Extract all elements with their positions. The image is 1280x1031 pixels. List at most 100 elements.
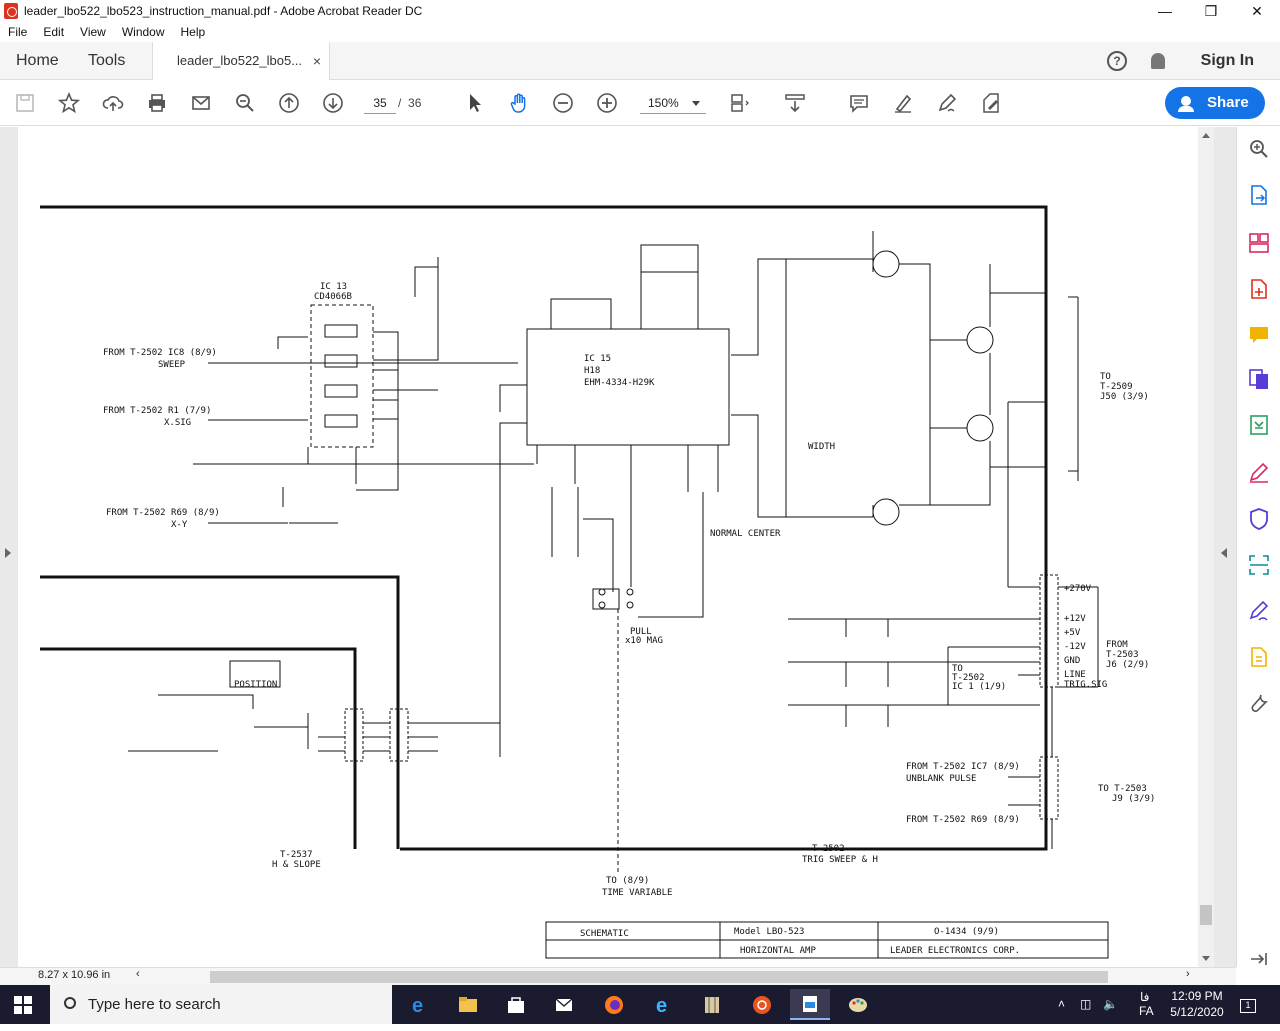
hand-tool-icon[interactable] <box>508 92 530 114</box>
taskbar-clock[interactable]: 12:09 PM 5/12/2020 <box>1166 988 1228 1020</box>
tab-document[interactable]: leader_lbo522_lbo5... × <box>152 42 330 81</box>
edge-browser-icon[interactable]: e <box>400 989 440 1020</box>
trig-sweep-label: TRIG SWEEP & H <box>802 855 878 865</box>
export-pdf-icon[interactable] <box>1247 183 1271 207</box>
collapse-left-pane-icon[interactable] <box>5 548 11 558</box>
t2509-label: T-2509 <box>1100 382 1133 392</box>
window-title: leader_lbo522_lbo523_instruction_manual.… <box>24 4 423 18</box>
horizontal-scroll-thumb[interactable] <box>210 971 1108 983</box>
fill-sign-pane-icon[interactable] <box>1247 461 1271 485</box>
upload-cloud-icon[interactable] <box>102 92 124 114</box>
menu-view[interactable]: View <box>80 25 106 39</box>
share-button[interactable]: Share <box>1165 87 1265 119</box>
more-tools-wrench-icon[interactable] <box>1247 691 1271 715</box>
organize-pages-icon[interactable] <box>1247 231 1271 255</box>
minimize-button[interactable]: — <box>1158 3 1172 19</box>
help-icon[interactable]: ? <box>1107 51 1127 71</box>
page-fit-icon[interactable] <box>728 92 750 114</box>
close-button[interactable]: ✕ <box>1251 2 1263 19</box>
notification-center-icon[interactable]: 1 <box>1240 985 1256 1024</box>
fill-sign-icon[interactable] <box>980 92 1002 114</box>
windows-start-icon[interactable] <box>14 996 32 1014</box>
total-pages: 36 <box>408 96 422 110</box>
zoom-level-select[interactable]: 150% <box>640 92 706 114</box>
paint-icon[interactable] <box>838 989 878 1020</box>
zoom-search-pane-icon[interactable] <box>1247 137 1271 161</box>
compress-pdf-icon[interactable] <box>1247 413 1271 437</box>
firefox-icon[interactable] <box>594 989 634 1020</box>
email-icon[interactable] <box>190 92 212 114</box>
scroll-left-icon[interactable]: ‹ <box>136 968 140 980</box>
comment-pane-icon[interactable] <box>1247 323 1271 347</box>
ime-indicator[interactable]: فا <box>1140 990 1150 1004</box>
zoom-in-icon[interactable] <box>596 92 618 114</box>
schematic-labels: IC 13 CD4066B IC 15 H18 EHM-4334-H29K FR… <box>103 282 1155 956</box>
combine-files-icon[interactable] <box>1247 367 1271 391</box>
document-viewer[interactable]: IC 13 CD4066B IC 15 H18 EHM-4334-H29K FR… <box>0 127 1236 967</box>
scan-ocr-icon[interactable] <box>1247 553 1271 577</box>
menu-help[interactable]: Help <box>180 25 206 39</box>
print-icon[interactable] <box>146 92 168 114</box>
taskbar-search-input[interactable]: Type here to search <box>50 985 392 1024</box>
t2502-label: T-2502 <box>812 844 845 854</box>
comment-icon[interactable] <box>848 92 870 114</box>
position-label: POSITION <box>234 680 277 690</box>
scroll-mode-icon[interactable] <box>784 92 806 114</box>
xy-label: X-Y <box>171 520 188 530</box>
vertical-scrollbar[interactable] <box>1198 127 1214 967</box>
pin-neg12v: -12V <box>1064 642 1086 652</box>
language-indicator[interactable]: FA <box>1139 1004 1154 1018</box>
to-time-label: TO (8/9) <box>606 876 649 886</box>
previous-page-icon[interactable] <box>278 92 300 114</box>
tab-home[interactable]: Home <box>16 52 59 69</box>
page-number-input[interactable]: 35 <box>364 92 396 114</box>
scroll-up-icon[interactable] <box>1202 133 1210 138</box>
store-icon[interactable] <box>496 989 536 1020</box>
menu-file[interactable]: File <box>8 25 28 39</box>
highlight-pen-icon[interactable] <box>892 92 914 114</box>
show-hidden-icons[interactable]: ˄ <box>1058 997 1066 1011</box>
winrar-icon[interactable] <box>692 989 732 1020</box>
zoom-out-icon[interactable] <box>552 92 574 114</box>
title-company: LEADER ELECTRONICS CORP. <box>890 946 1020 956</box>
close-tab-icon[interactable]: × <box>312 53 321 69</box>
collapse-right-pane-icon[interactable] <box>1221 548 1227 558</box>
share-label: Share <box>1207 94 1249 111</box>
menu-edit[interactable]: Edit <box>43 25 65 39</box>
menu-window[interactable]: Window <box>121 25 165 39</box>
scroll-thumb[interactable] <box>1200 905 1212 925</box>
pin-gnd: GND <box>1064 656 1080 666</box>
zoom-search-icon[interactable] <box>234 92 256 114</box>
acrobat-taskbar-icon[interactable] <box>790 989 830 1020</box>
ic15-code: H18 <box>584 366 600 376</box>
save-icon[interactable] <box>14 92 36 114</box>
sign-pen-icon[interactable] <box>936 92 958 114</box>
internet-explorer-icon[interactable]: e <box>644 989 684 1020</box>
bookmark-star-icon[interactable] <box>58 92 80 114</box>
maximize-button[interactable]: ❒ <box>1204 2 1218 19</box>
pull-label: PULL <box>630 627 652 637</box>
scroll-right-icon[interactable]: › <box>1186 968 1190 980</box>
to-label: TO <box>1100 372 1111 382</box>
tab-tools[interactable]: Tools <box>88 52 126 69</box>
volume-icon[interactable]: 🔈 <box>1103 997 1118 1011</box>
file-explorer-icon[interactable] <box>448 989 488 1020</box>
protect-shield-icon[interactable] <box>1247 507 1271 531</box>
scroll-down-icon[interactable] <box>1202 956 1210 961</box>
notification-bell-icon[interactable] <box>1151 53 1165 69</box>
ubuntu-icon[interactable] <box>742 989 782 1020</box>
network-icon[interactable]: ◫ <box>1080 997 1092 1011</box>
next-page-icon[interactable] <box>322 92 344 114</box>
toolbar: 35 / 36 150% <box>0 80 1280 126</box>
from-label: FROM <box>1106 640 1128 650</box>
send-signature-icon[interactable] <box>1247 599 1271 623</box>
mail-icon[interactable] <box>544 989 584 1020</box>
expand-pane-icon[interactable] <box>1247 947 1271 971</box>
sign-in-button[interactable]: Sign In <box>1200 52 1254 69</box>
menu-bar: File Edit View Window Help <box>0 22 1280 42</box>
document-tab-label: leader_lbo522_lbo5... <box>177 53 303 68</box>
select-cursor-icon[interactable] <box>464 92 486 114</box>
rich-media-icon[interactable] <box>1247 645 1271 669</box>
create-pdf-icon[interactable] <box>1247 277 1271 301</box>
to-t2503-label: TO T-2503 <box>1098 784 1147 794</box>
